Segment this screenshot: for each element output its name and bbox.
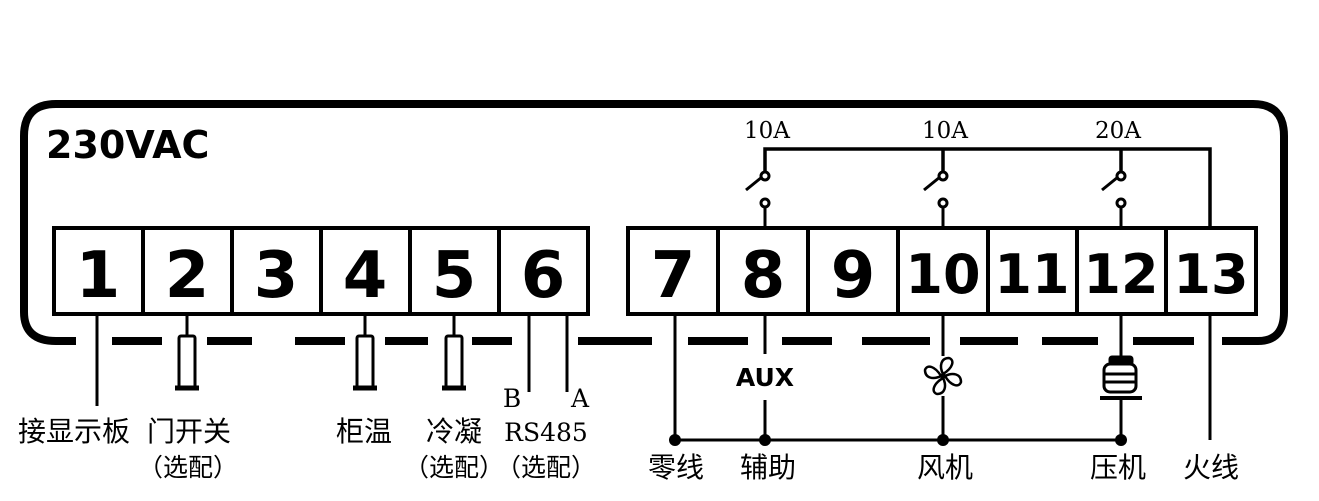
terminal-9: 9 xyxy=(831,239,876,313)
terminal-7: 7 xyxy=(651,239,696,313)
temperature-probe-icon xyxy=(175,334,199,391)
voltage-label: 230VAC xyxy=(46,123,209,167)
terminal-11: 11 xyxy=(994,243,1069,306)
temperature-probe-icon xyxy=(442,334,466,391)
compressor-relay-rating: 20A xyxy=(1095,118,1141,144)
terminal-block-right xyxy=(626,226,1258,316)
left-wires xyxy=(95,314,569,406)
terminal-1: 1 xyxy=(76,239,121,313)
terminal-10: 10 xyxy=(905,243,980,306)
fan-relay-rating: 10A xyxy=(922,118,968,144)
terminal-dividers-right xyxy=(716,228,1168,314)
relay-bus xyxy=(763,147,1212,228)
terminal-8: 8 xyxy=(741,239,786,313)
compressor-icon xyxy=(1100,355,1142,400)
terminal-4: 4 xyxy=(343,239,388,313)
aux-relay-rating: 10A xyxy=(744,118,790,144)
temperature-probe-icon xyxy=(353,334,377,391)
door-switch-label: 门开关 xyxy=(147,415,231,448)
relay-contact-icon xyxy=(745,170,771,228)
live-label: 火线 xyxy=(1183,451,1239,484)
housing-outline xyxy=(20,100,1288,345)
terminal-5: 5 xyxy=(432,239,477,313)
terminal-2: 2 xyxy=(165,239,210,313)
terminal-dividers-left xyxy=(141,228,501,314)
rs485-optional-label: （选配） xyxy=(496,453,596,482)
fan-label: 风机 xyxy=(917,451,973,484)
rs485-a-label: A xyxy=(570,384,590,413)
display-board-label: 接显示板 xyxy=(18,415,130,448)
aux-symbol: AUX xyxy=(736,363,794,392)
relay-contact-icon xyxy=(1101,170,1127,228)
cabinet-temp-label: 柜温 xyxy=(336,415,392,448)
fan-icon xyxy=(923,356,963,396)
rs485-label: RS485 xyxy=(504,418,588,447)
terminal-6: 6 xyxy=(521,239,566,313)
auxiliary-label: 辅助 xyxy=(740,451,796,484)
condenser-label: 冷凝 xyxy=(426,415,482,448)
terminal-13: 13 xyxy=(1173,243,1248,306)
housing-left-corner xyxy=(20,232,76,345)
junction-dots xyxy=(669,434,1127,446)
relay-contact-icon xyxy=(923,170,949,228)
right-wires xyxy=(673,314,1212,442)
terminal-3: 3 xyxy=(254,239,299,313)
door-switch-optional-label: （选配） xyxy=(138,453,238,482)
rs485-b-label: B xyxy=(503,384,521,413)
neutral-label: 零线 xyxy=(648,451,704,484)
condenser-optional-label: （选配） xyxy=(404,453,504,482)
compressor-label: 压机 xyxy=(1090,451,1146,484)
terminal-12: 12 xyxy=(1083,243,1158,306)
